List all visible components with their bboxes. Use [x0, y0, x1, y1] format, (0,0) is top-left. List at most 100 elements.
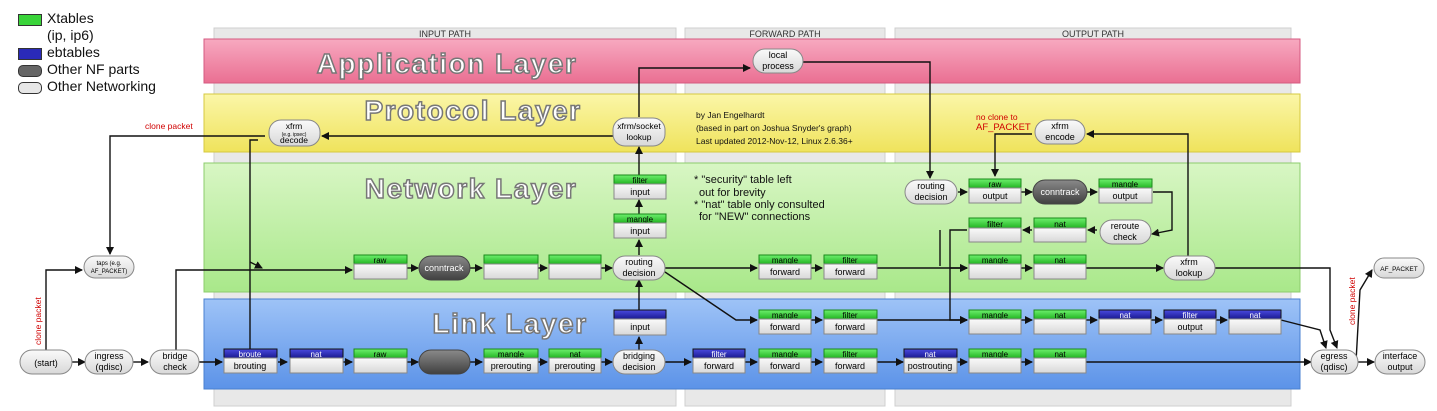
egress-node: egress (qdisc) [1310, 349, 1359, 375]
svg-text:mangle: mangle [982, 350, 1009, 359]
svg-text:lookup: lookup [626, 132, 651, 142]
mangle-input-box: mangle input [613, 213, 667, 239]
legend-label-ebtables: ebtables [47, 44, 100, 60]
svg-text:input: input [630, 187, 650, 197]
start-node: (start) [19, 349, 73, 375]
clone-packet-vertical-label-right: clone packet [1347, 277, 1357, 325]
svg-text:egress: egress [1320, 351, 1348, 361]
legend: Xtables(ip, ip6) ebtables Other NF parts… [18, 10, 156, 95]
bridging-decision-node: bridging decision [612, 349, 666, 375]
svg-text:output: output [1387, 362, 1413, 372]
filter-forward-row2-box: filter forward [823, 309, 878, 335]
forward-path-heading: FORWARD PATH [749, 29, 820, 39]
clone-packet-vertical-label-left: clone packet [33, 297, 43, 345]
mangle-postrouting-row2-box: mangle [968, 309, 1022, 335]
svg-text:output: output [982, 191, 1008, 201]
svg-text:routing: routing [625, 257, 653, 267]
svg-text:filter: filter [987, 219, 1003, 229]
svg-text:nat: nat [1054, 256, 1066, 265]
nat-postrouting-row2-box: nat [1033, 309, 1087, 335]
raw-prerouting-box: raw [353, 254, 408, 280]
svg-text:raw: raw [374, 350, 387, 359]
svg-text:output: output [1112, 191, 1138, 201]
nat-eb-output-box: nat [1098, 309, 1152, 335]
application-layer-band [203, 38, 1301, 84]
svg-text:nat: nat [1054, 219, 1066, 229]
nat-postrouting-eb-box: nat postrouting [903, 348, 958, 374]
svg-text:filter: filter [1182, 311, 1197, 320]
svg-text:(qdisc): (qdisc) [95, 362, 122, 372]
svg-text:encode: encode [1045, 132, 1075, 142]
svg-text:reroute: reroute [1111, 221, 1140, 231]
svg-text:forward: forward [770, 361, 800, 371]
svg-text:postrouting: postrouting [908, 361, 953, 371]
nat-eb-prerouting-box: nat [289, 348, 344, 374]
taps-node: taps (e.g. AF_PACKET) [83, 255, 135, 279]
svg-text:conntrack: conntrack [424, 263, 464, 273]
svg-text:forward: forward [770, 322, 800, 332]
link-layer-title: Link Layer [432, 308, 587, 339]
af-packet-right-node: AF_PACKET [1373, 257, 1425, 279]
svg-text:mangle: mangle [498, 350, 525, 359]
svg-text:input: input [630, 226, 650, 236]
svg-text:brouting: brouting [234, 361, 267, 371]
svg-text:taps (e.g.: taps (e.g. [96, 261, 121, 267]
legend-swatch-nf-parts [18, 65, 42, 77]
mangle-output-box: mangle output [1098, 178, 1153, 204]
mangle-postrouting-net-box: mangle [968, 254, 1022, 280]
broute-brouting-box: broute brouting [223, 348, 278, 374]
svg-text:(start): (start) [34, 358, 58, 368]
svg-text:prerouting: prerouting [555, 361, 596, 371]
nat-output-box: nat [1033, 217, 1087, 243]
clone-packet-label: clone packet [145, 121, 193, 131]
output-path-heading: OUTPUT PATH [1062, 29, 1124, 39]
filter-output-box: filter [968, 217, 1022, 243]
svg-text:filter: filter [842, 350, 857, 359]
svg-text:local: local [769, 50, 788, 60]
svg-text:forward: forward [835, 322, 865, 332]
legend-item-networking: Other Networking [18, 78, 156, 95]
legend-label-nf-parts: Other NF parts [47, 61, 140, 77]
filter-forward-link-box: filter forward [823, 348, 878, 374]
svg-text:check: check [1113, 232, 1137, 242]
raw-output-box: raw output [968, 178, 1022, 204]
svg-text:nat: nat [1054, 350, 1066, 359]
legend-swatch-ebtables [18, 48, 42, 60]
svg-text:mangle: mangle [1112, 180, 1139, 189]
routing-decision-output-node: routing decision [904, 179, 958, 205]
xfrm-socket-lookup-node: xfrm/socket lookup [612, 117, 666, 147]
svg-text:decision: decision [622, 268, 655, 278]
credits-line-2: (based in part on Joshua Snyder's graph) [696, 123, 852, 133]
svg-text:xfrm: xfrm [1051, 121, 1069, 131]
xfrm-lookup-output-node: xfrm lookup [1163, 255, 1216, 281]
mangle-prerouting-net-box [483, 254, 539, 280]
note-line-4: for "NEW" connections [699, 211, 811, 223]
nat-postrouting-net-box: nat [1033, 254, 1087, 280]
svg-text:conntrack: conntrack [1040, 187, 1080, 197]
notes: * "security" table left out for brevity … [694, 174, 825, 223]
no-clone-label-2: AF_PACKET [976, 122, 1031, 133]
svg-text:xfrm/socket: xfrm/socket [617, 121, 661, 131]
legend-label-networking: Other Networking [47, 78, 156, 94]
reroute-check-node: reroute check [1099, 219, 1152, 245]
nat-prerouting-net-box [548, 254, 602, 280]
protocol-layer-title: Protocol Layer [364, 95, 581, 126]
input-path-heading: INPUT PATH [419, 29, 471, 39]
svg-text:ingress: ingress [94, 351, 124, 361]
nat-prerouting-box: nat prerouting [548, 348, 602, 374]
svg-text:filter: filter [842, 256, 857, 265]
svg-text:bridge: bridge [162, 351, 187, 361]
svg-text:decision: decision [622, 362, 655, 372]
svg-text:forward: forward [835, 267, 865, 277]
credits-line-1: by Jan Engelhardt [696, 110, 765, 120]
filter-eb-output-box: filter output [1163, 309, 1217, 335]
local-process-node: local process [752, 48, 804, 74]
no-clone-label-1: no clone to [976, 112, 1018, 122]
svg-text:mangle: mangle [772, 256, 799, 265]
svg-text:filter: filter [842, 311, 857, 320]
svg-text:AF_PACKET): AF_PACKET) [91, 269, 128, 275]
svg-text:nat: nat [1119, 311, 1131, 320]
svg-text:mangle: mangle [982, 311, 1009, 320]
svg-text:(e.g. ipsec): (e.g. ipsec) [282, 132, 307, 138]
